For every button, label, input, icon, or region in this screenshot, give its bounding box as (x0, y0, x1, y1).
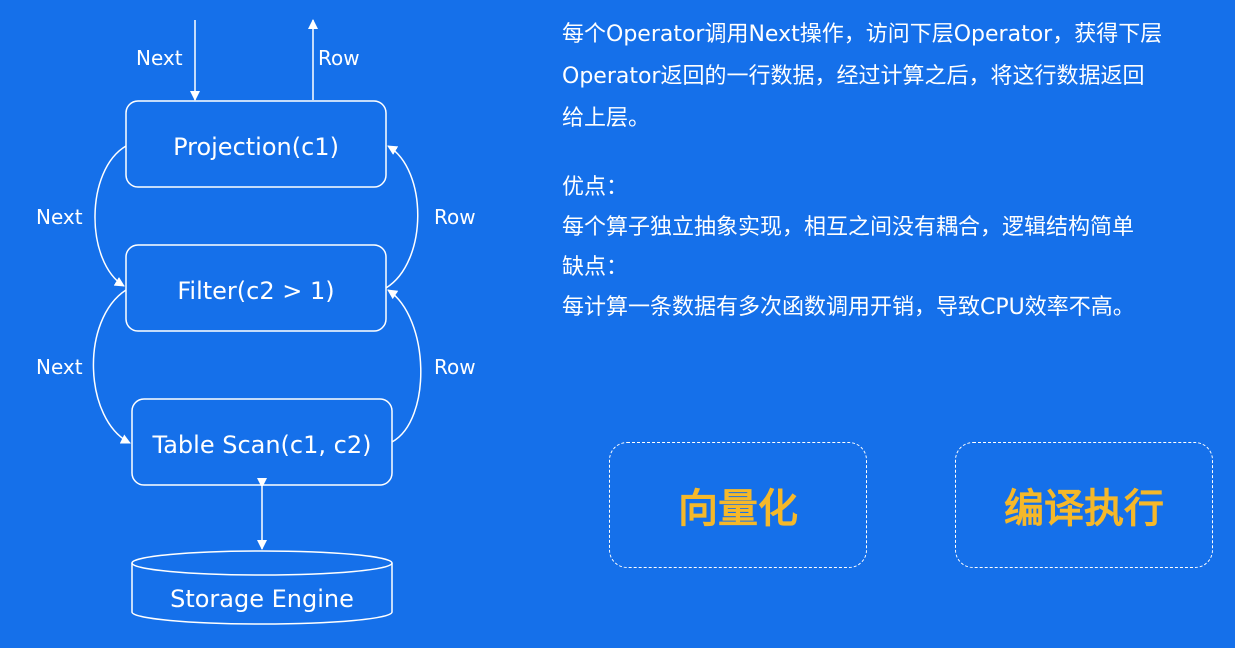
next-label-2: Next (36, 355, 83, 379)
row-label-2: Row (434, 355, 476, 379)
storage-engine-label: Storage Engine (170, 585, 354, 613)
row-arrow-scan-filter (387, 289, 422, 443)
cons-text: 每计算一条数据有多次函数调用开销，导致CPU效率不高。 (562, 295, 1135, 320)
next-arrow-projection-filter (94, 145, 127, 287)
next-arrow-filter-scan (92, 289, 131, 444)
projection-label: Projection(c1) (173, 133, 339, 161)
volcano-model-diagram: Next Row Projection(c1) Filter(c2 > 1) T… (36, 19, 476, 625)
description-line: 给上层。 (562, 106, 651, 131)
row-label-1: Row (434, 205, 476, 229)
compiled-execution-box: 编译执行 (955, 442, 1213, 568)
pros-title: 优点： (562, 175, 629, 200)
vectorization-box: 向量化 (609, 442, 867, 568)
pros-cons-section: 优点： 每个算子独立抽象实现，相互之间没有耦合，逻辑结构简单 缺点： 每计算一条… (562, 168, 1202, 328)
cons-title: 缺点： (562, 255, 629, 280)
next-label-1: Next (36, 205, 83, 229)
compiled-execution-label: 编译执行 (1004, 486, 1164, 532)
projection-node (125, 100, 387, 188)
top-next-label: Next (136, 46, 183, 70)
filter-label: Filter(c2 > 1) (177, 277, 334, 305)
row-arrow-filter-projection (385, 145, 419, 289)
pros-text: 每个算子独立抽象实现，相互之间没有耦合，逻辑结构简单 (562, 215, 1135, 240)
description-paragraph: 每个Operator调用Next操作，访问下层Operator，获得下层 Ope… (562, 14, 1202, 140)
description-line: Operator返回的一行数据，经过计算之后，将这行数据返回 (562, 64, 1145, 89)
description-line: 每个Operator调用Next操作，访问下层Operator，获得下层 (562, 22, 1163, 47)
top-row-label: Row (318, 46, 360, 70)
storage-engine-node (131, 550, 393, 625)
vectorization-label: 向量化 (678, 486, 798, 532)
table-scan-label: Table Scan(c1, c2) (152, 431, 372, 459)
